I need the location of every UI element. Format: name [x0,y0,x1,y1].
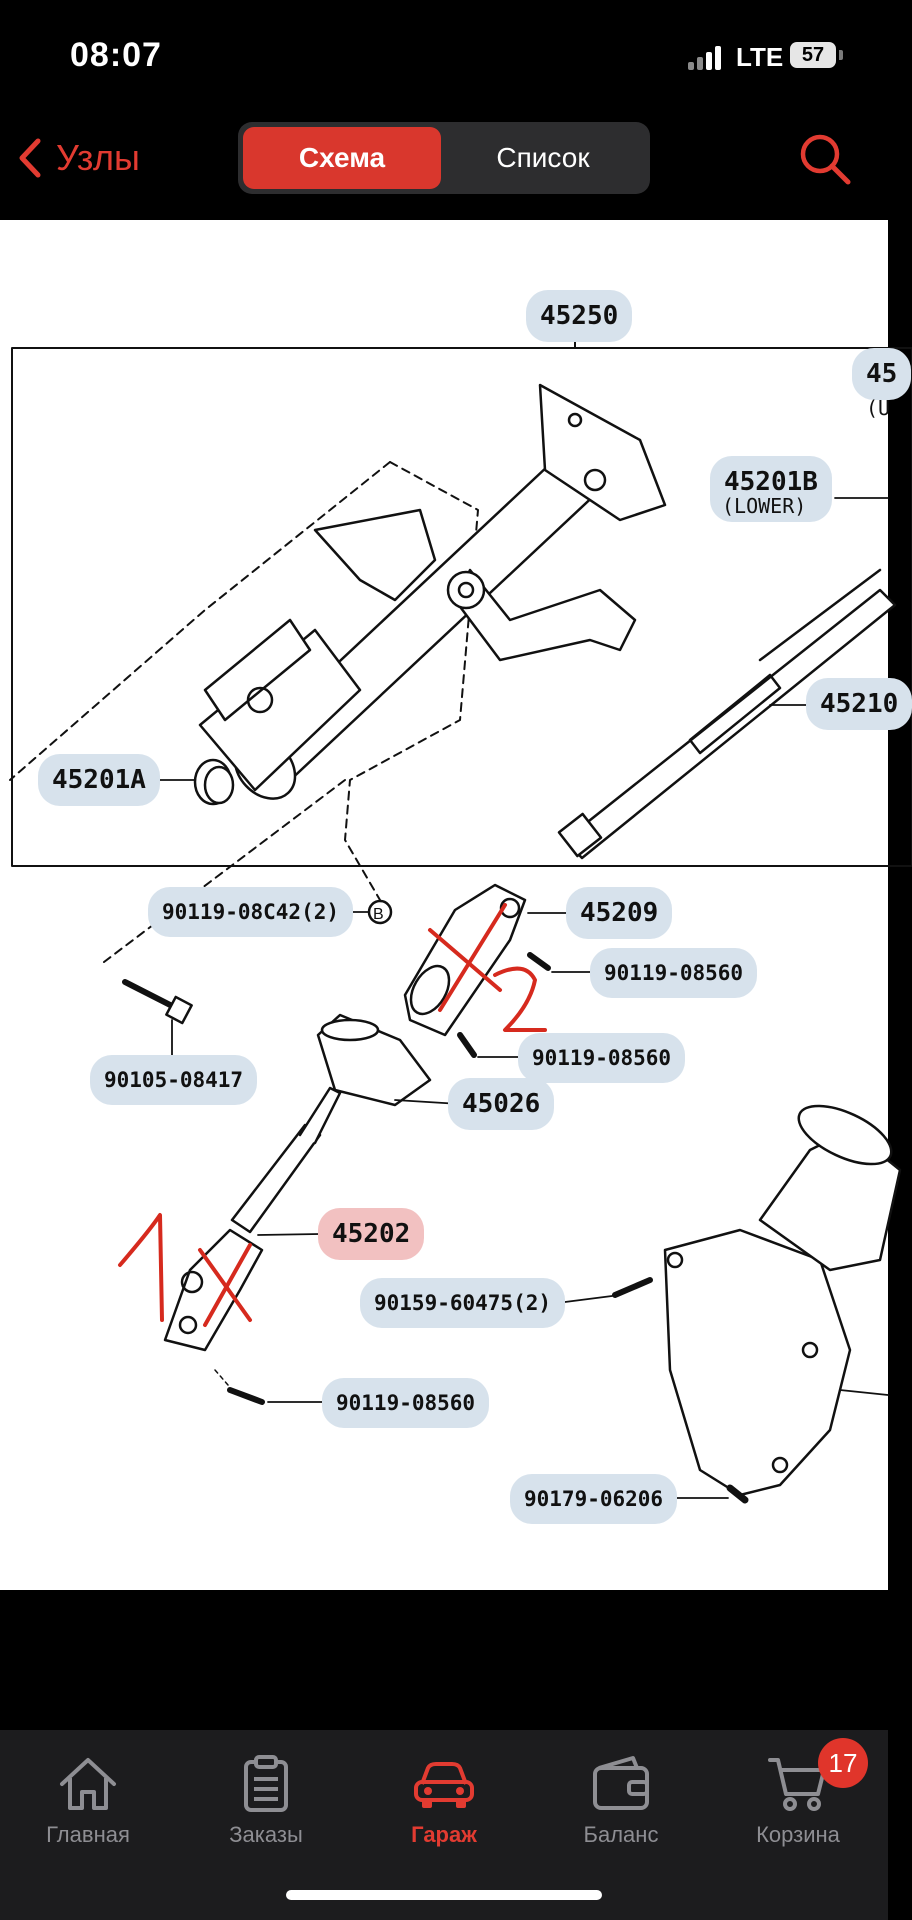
part-sublabel-edge: (U [866,396,891,420]
part-sublabel-lower: (LOWER) [722,494,807,518]
tab-orders[interactable]: Заказы [186,1740,346,1870]
part-label-45201a[interactable]: 45201A [38,754,160,806]
tab-home[interactable]: Главная [8,1740,168,1870]
tab-bar: Главная Заказы Гараж Баланс [0,1730,888,1920]
part-label-90119-08560-b[interactable]: 90119-08560 [518,1033,686,1083]
tab-garage[interactable]: Гараж [364,1740,524,1870]
home-indicator[interactable] [286,1890,602,1900]
part-label-45201b[interactable]: 45201B [710,456,832,522]
home-icon [60,1758,116,1810]
part-label-90119-08560-c[interactable]: 90119-08560 [322,1378,490,1428]
part-label-90105-08417[interactable]: 90105-08417 [90,1055,258,1105]
part-label-45026[interactable]: 45026 [448,1078,555,1130]
tab-label-orders: Заказы [229,1822,303,1847]
search-icon[interactable] [796,130,852,186]
tab-label-balance: Баланс [583,1822,659,1847]
signal-icon [688,46,724,70]
cart-badge: 17 [818,1738,868,1788]
part-label-45209[interactable]: 45209 [566,887,673,939]
back-button[interactable]: Узлы [18,130,140,186]
empty-area [0,1590,888,1730]
part-label-90119-08560-a[interactable]: 90119-08560 [590,948,758,998]
status-time: 08:07 [70,36,162,74]
marker-b-letter: B [373,906,384,923]
part-label-90179-06206[interactable]: 90179-06206 [510,1474,678,1524]
part-label-90119-08c42[interactable]: 90119-08C42(2) [148,887,354,937]
status-bar: 08:07 LTE 57 [0,0,888,110]
tab-label-garage: Гараж [411,1822,477,1847]
handwritten-one-mark [118,1213,164,1322]
tab-cart[interactable]: Корзина [718,1740,878,1870]
wallet-icon [593,1756,649,1810]
nav-bar: Узлы Схема Список [0,110,888,220]
tab-label-home: Главная [46,1822,130,1847]
battery-icon: 57 [790,42,836,68]
part-label-90159-60475[interactable]: 90159-60475(2) [360,1278,566,1328]
part-label-45202[interactable]: 45202 [318,1208,425,1260]
battery-cap [839,50,843,60]
segment-scheme[interactable]: Схема [243,127,441,189]
tab-label-cart: Корзина [756,1822,840,1847]
handwritten-two-mark [493,966,547,1032]
view-segmented-control: Схема Список [238,122,650,194]
clipboard-icon [244,1755,288,1812]
network-type: LTE [736,42,784,72]
tab-balance[interactable]: Баланс [541,1740,701,1870]
chevron-left-icon [19,138,41,178]
part-label-45250[interactable]: 45250 [526,290,633,342]
parts-diagram: B 45250 45201B (LOWER) 45 (U 45201A 4521… [0,220,912,1590]
diagram-drawing: B [9,329,912,1504]
cart-icon [768,1758,826,1811]
part-label-edge[interactable]: 45 [852,348,912,400]
part-label-45210[interactable]: 45210 [806,678,912,730]
back-label: Узлы [56,137,140,178]
car-icon [414,1762,474,1808]
segment-list[interactable]: Список [496,142,590,173]
